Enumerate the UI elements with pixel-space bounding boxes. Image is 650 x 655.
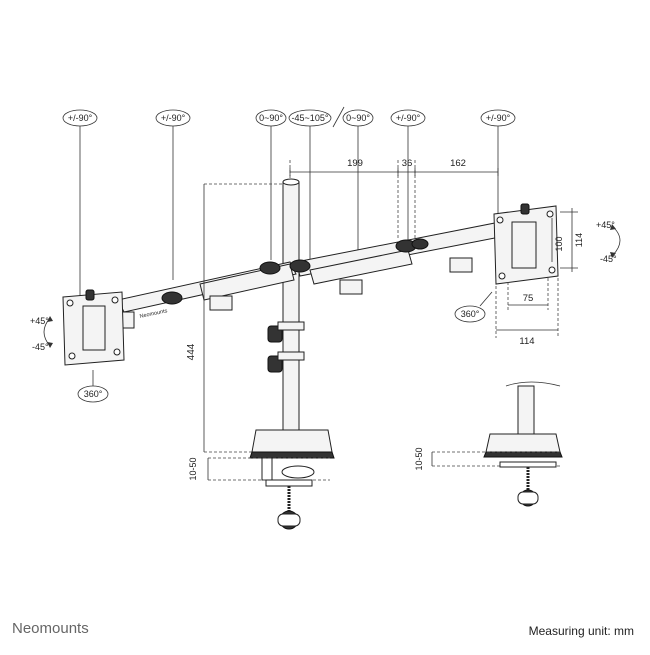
clamp-range-left: 10-50 bbox=[188, 457, 198, 480]
label-rot-pole-right: 0~90° bbox=[346, 113, 370, 123]
dim-199: 199 bbox=[347, 158, 363, 169]
desk-clamp-main: 10-50 bbox=[188, 429, 335, 530]
tilt-left-up: +45° bbox=[30, 316, 49, 326]
right-vesa-plate: 100 114 +45° -45° 75 114 360° bbox=[454, 203, 621, 347]
rotation-labels: +/-90° +/-90° 0~90° -45~105° 0~90° +/-90… bbox=[62, 106, 516, 128]
label-rot-right-inner: +/-90° bbox=[396, 113, 421, 123]
top-dimension: 199 36 162 bbox=[289, 158, 499, 176]
label-rot-left-arm: +/-90° bbox=[68, 113, 93, 123]
left-vesa-plate: +45° -45° 360° bbox=[30, 289, 125, 403]
dim-162: 162 bbox=[450, 158, 466, 169]
footer-brand: Neomounts bbox=[12, 620, 89, 637]
tilt-left-down: -45° bbox=[32, 342, 49, 352]
measuring-unit: Measuring unit: mm bbox=[528, 624, 634, 638]
height-dimension: 444 bbox=[186, 183, 283, 453]
clamp-range-right: 10-50 bbox=[414, 447, 424, 470]
dim-36: 36 bbox=[402, 158, 413, 169]
arm-brand-label: Neomounts bbox=[139, 308, 168, 320]
dim-444: 444 bbox=[186, 343, 197, 360]
tilt-right-up: +45° bbox=[596, 220, 615, 230]
label-rot-pole-left: 0~90° bbox=[259, 113, 283, 123]
arm-assembly: Neomounts bbox=[109, 221, 506, 329]
label-rot-right-arm: +/-90° bbox=[486, 113, 511, 123]
pivot-guides bbox=[79, 126, 499, 300]
vesa-height-large: 114 bbox=[574, 233, 584, 247]
label-rot-center: -45~105° bbox=[292, 113, 329, 123]
vesa-width-small: 75 bbox=[523, 293, 534, 304]
label-rot-left-inner: +/-90° bbox=[161, 113, 186, 123]
tilt-right-down: -45° bbox=[600, 254, 617, 264]
desk-clamp-inset: 10-50 bbox=[414, 381, 563, 507]
pole bbox=[267, 178, 305, 433]
vesa-width-large: 114 bbox=[519, 336, 534, 347]
swivel-left: 360° bbox=[84, 389, 103, 399]
vesa-height-small: 100 bbox=[554, 236, 564, 251]
swivel-right: 360° bbox=[461, 309, 480, 319]
